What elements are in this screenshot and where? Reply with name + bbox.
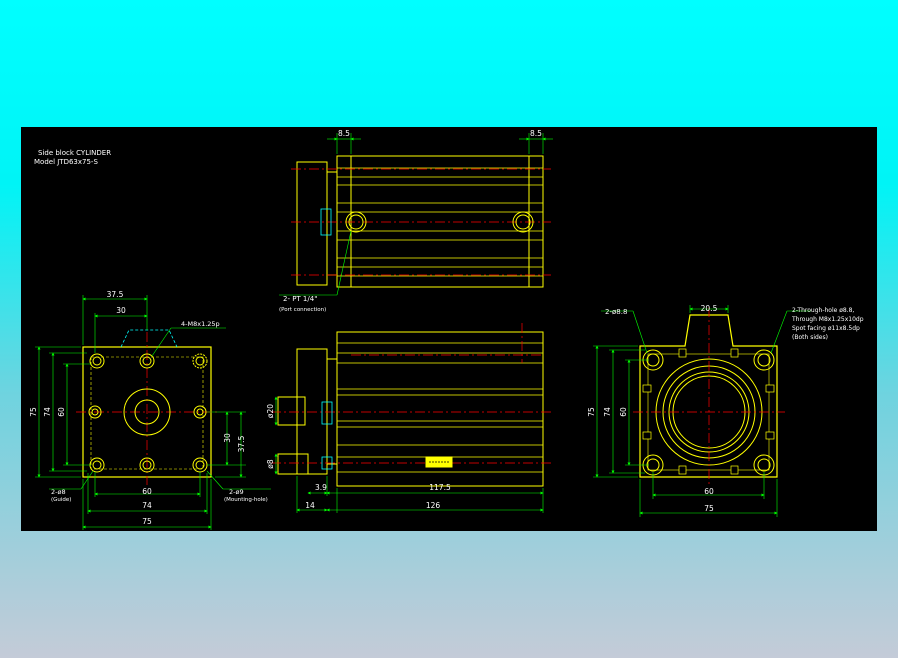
dim-75-bottom: 75 [142, 517, 152, 526]
dim-60-left: 60 [57, 407, 66, 417]
callout-guide: 2-ø8 [51, 488, 66, 496]
dim-75-bottom-r: 75 [704, 504, 714, 513]
dim-8-5-left: 8.5 [338, 129, 350, 138]
dim-117-5: 117.5 [429, 483, 451, 492]
callout-mount-note: (Mounting-hole) [224, 497, 268, 503]
callout-port-note: (Port connection) [279, 307, 326, 313]
front-view-end-plate [296, 348, 328, 475]
top-view-body [336, 155, 544, 288]
dim-74-left: 74 [43, 407, 52, 417]
dim-dia20: ø20 [266, 404, 275, 418]
note-line-1: 2-Through-hole ø8.8, [792, 307, 854, 314]
note-line-4: (Both sides) [792, 334, 828, 341]
dim-37-5-top: 37.5 [107, 290, 124, 299]
dim-20-5: 20.5 [701, 304, 718, 313]
callout-mount: 2-ø9 [229, 488, 244, 496]
dim-30-right: 30 [223, 433, 232, 443]
left-end-view: 37.5 30 4-M8x1.25p 75 74 60 30 37.5 2-ø8… [29, 290, 271, 530]
note-line-3: Spot facing ø11x8.5dp [792, 325, 860, 332]
callout-guide-note: (Guide) [51, 497, 71, 503]
dim-30-top: 30 [116, 306, 126, 315]
port-right [512, 211, 534, 233]
dim-dia8: ø8 [266, 459, 275, 469]
dim-60-left-r: 60 [619, 407, 628, 417]
top-view: 8.5 8.5 2- PT 1/4" (Port connection) [279, 129, 553, 313]
dim-75-left: 75 [29, 407, 38, 417]
front-view-body [336, 331, 544, 487]
right-end-view: 20.5 2-ø8.8 2-Through-hole ø8.8, Through… [587, 304, 864, 517]
dim-60-bottom-r: 60 [704, 487, 714, 496]
port-left [345, 211, 367, 233]
callout-port: 2- PT 1/4" [283, 295, 317, 303]
dim-75-left-r: 75 [587, 407, 596, 417]
title-line-2: Model JTD63x75-S [34, 158, 98, 166]
drawing-sheet: Side block CYLINDER Model JTD63x75-S [21, 127, 877, 531]
dim-60-bottom: 60 [142, 487, 152, 496]
dim-126: 126 [426, 501, 441, 510]
dim-74-bottom: 74 [142, 501, 152, 510]
callout-hole: 2-ø8.8 [605, 308, 627, 316]
title-block: Side block CYLINDER Model JTD63x75-S [34, 149, 111, 166]
note-line-2: Through M8x1.25x10dp [791, 316, 864, 323]
dim-8-5-right: 8.5 [530, 129, 542, 138]
dim-3-9: 3.9 [315, 483, 327, 492]
callout-tap: 4-M8x1.25p [181, 320, 220, 328]
top-view-end-plate [296, 161, 328, 286]
right-view-outline [639, 314, 778, 478]
dim-37-5-right: 37.5 [237, 435, 246, 452]
dim-14: 14 [305, 501, 315, 510]
title-line-1: Side block CYLINDER [38, 149, 111, 157]
front-view: ø20 ø8 3.9 14 117.5 126 [266, 323, 551, 513]
dim-74-left-r: 74 [603, 407, 612, 417]
cad-drawing: Side block CYLINDER Model JTD63x75-S [29, 129, 864, 530]
